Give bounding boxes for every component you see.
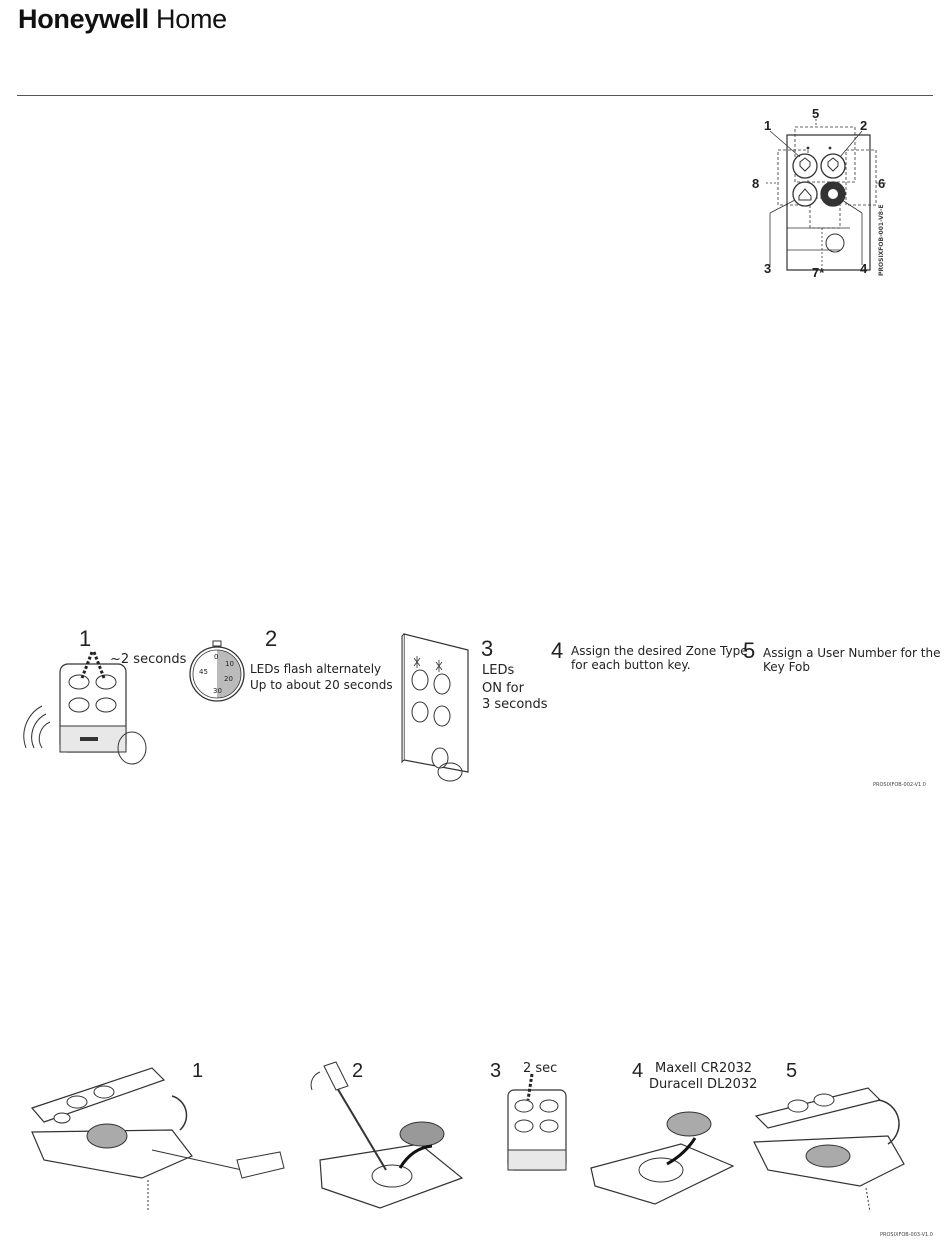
callout-6: 6 (878, 176, 886, 191)
remove-battery-drawing (310, 1061, 464, 1209)
enroll-step-4-line2: for each button key. (571, 658, 691, 672)
callout-5: 5 (812, 106, 820, 121)
brand-suffix: Home (148, 4, 227, 34)
battery-step-2-number: 2 (352, 1060, 364, 1082)
battery-step-4-number: 4 (632, 1060, 644, 1082)
enroll-step-5-number: 5 (743, 638, 756, 663)
close-case-drawing (753, 1087, 905, 1213)
battery-code: PROSIXFOB-003-V1.0 (880, 1232, 933, 1238)
timer-dial-drawing (189, 640, 245, 702)
enroll-step-3-number: 3 (481, 636, 494, 661)
callout-2: 2 (860, 118, 868, 133)
enroll-step-2: 0 10 20 30 45 2 LEDs flash alternately U… (188, 626, 393, 710)
enroll-step-4: 4 Assign the desired Zone Type for each … (551, 638, 748, 678)
battery-step-3: 3 2 sec (488, 1060, 588, 1180)
enroll-code: PROSIXFOB-002-V1.0 (873, 782, 926, 788)
enroll-step-2-line1: LEDs flash alternately (250, 662, 382, 676)
insert-battery-drawing (590, 1111, 735, 1205)
callout-8: 8 (752, 176, 760, 191)
fob-button-press-drawing (507, 1073, 567, 1171)
battery-step-3-number: 3 (490, 1060, 502, 1082)
enroll-step-4-number: 4 (551, 638, 564, 663)
battery-model-1: Maxell CR2032 (655, 1061, 753, 1076)
dial-30: 30 (213, 687, 222, 695)
callout-4: 4 (860, 261, 868, 276)
fob-button-diagram: 1 2 3 4 5 6 7* 8 PROSIXFOB-001-V8-E (750, 106, 940, 288)
callout-3: 3 (764, 261, 772, 276)
enroll-step-1-number: 1 (79, 626, 92, 651)
dial-10: 10 (225, 660, 234, 668)
dial-20: 20 (224, 675, 233, 683)
enroll-step-3: 3 LEDs ON for 3 seconds (400, 632, 550, 792)
enroll-step-5-line1: Assign a User Number for the (763, 646, 941, 660)
enroll-step-2-number: 2 (265, 626, 278, 651)
battery-step-2: 2 (300, 1060, 480, 1220)
battery-step-4: 4 Maxell CR2032 Duracell DL2032 (585, 1058, 765, 1218)
callout-7: 7* (812, 265, 825, 280)
open-case-drawing (30, 1067, 285, 1210)
battery-step-1-number: 1 (192, 1060, 204, 1082)
enroll-step-4-line1: Assign the desired Zone Type (571, 644, 748, 658)
fob-leds-drawing (401, 633, 469, 782)
enroll-step-5: 5 Assign a User Number for the Key Fob (743, 638, 940, 678)
header-divider (17, 95, 933, 96)
fob-outline-drawing (766, 119, 886, 271)
enroll-step-1-text: ~2 seconds (110, 652, 187, 667)
brand-name: Honeywell (18, 4, 149, 34)
enroll-step-3-line2: ON for (482, 681, 524, 696)
battery-step-3-text: 2 sec (523, 1061, 558, 1076)
enroll-step-2-line2: Up to about 20 seconds (250, 678, 393, 692)
fob-press-drawing (23, 651, 147, 765)
dial-0: 0 (214, 653, 219, 661)
battery-step-1: 1 (22, 1060, 292, 1220)
battery-step-5-number: 5 (786, 1060, 798, 1082)
diagram-code: PROSIXFOB-001-V8-E (878, 204, 885, 276)
dial-45: 45 (199, 668, 208, 676)
enroll-step-1: 1 ~2 seconds (22, 626, 192, 770)
callout-1: 1 (764, 118, 772, 133)
enroll-step-3-line1: LEDs (482, 663, 515, 678)
battery-step-5: 5 (748, 1060, 938, 1220)
battery-model-2: Duracell DL2032 (649, 1077, 758, 1092)
enroll-step-5-line2: Key Fob (763, 660, 811, 674)
enroll-step-3-line3: 3 seconds (482, 697, 548, 712)
brand-logo: Honeywell Home (18, 4, 227, 35)
